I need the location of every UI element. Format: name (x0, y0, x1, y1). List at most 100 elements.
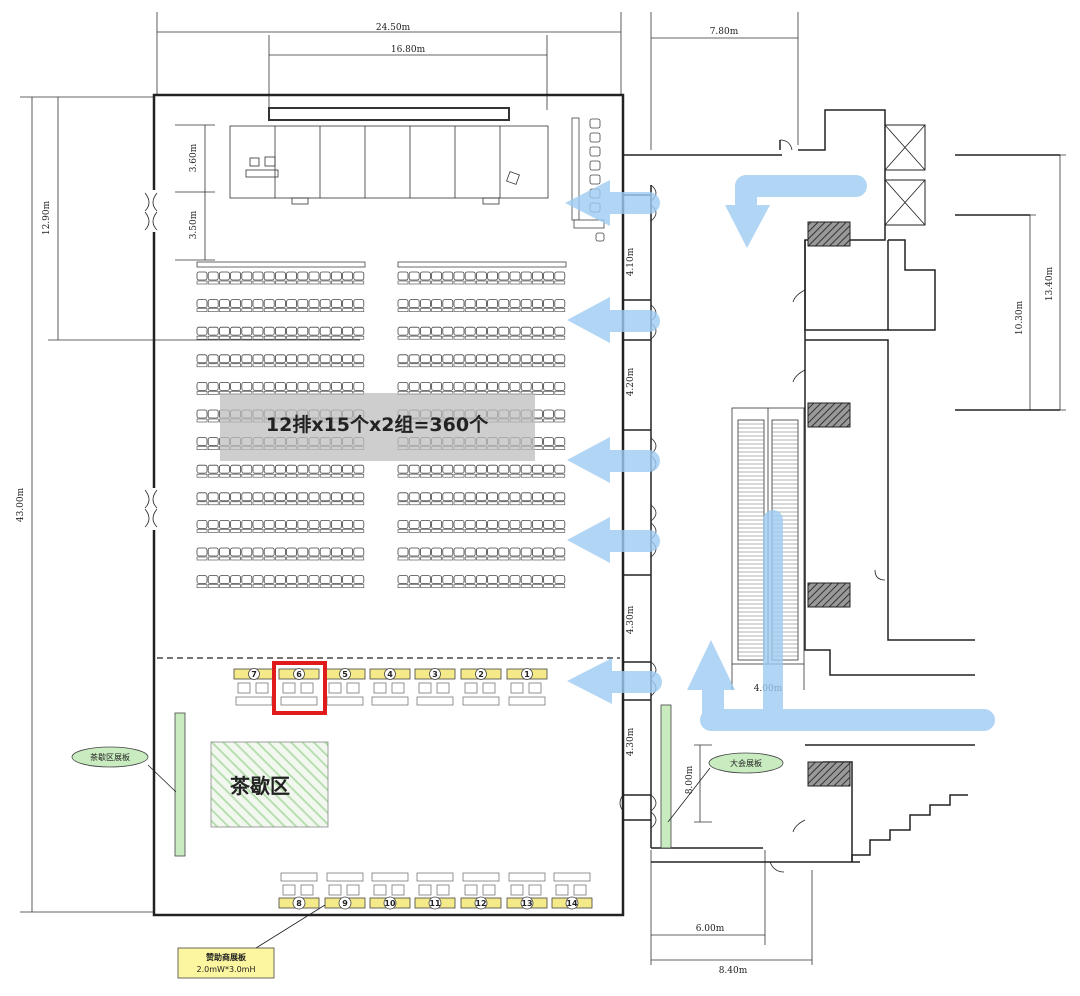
seat (487, 547, 499, 557)
seat (274, 575, 286, 584)
seat-desk (342, 501, 353, 506)
seat (330, 271, 342, 281)
seat-desk (397, 556, 409, 561)
seat-desk (353, 501, 365, 506)
seat (308, 547, 320, 557)
seat (263, 381, 275, 391)
seat-desk (319, 556, 331, 561)
seat (308, 381, 320, 391)
seat-desk (342, 584, 353, 588)
seat (475, 381, 487, 391)
seat (263, 520, 275, 529)
seat-desk (487, 556, 498, 561)
seat (263, 271, 275, 281)
seat-desk (196, 335, 208, 340)
seat-desk (509, 556, 521, 561)
booth-7: 7 (233, 668, 275, 706)
seat-desk (286, 308, 297, 312)
seat-desk (498, 363, 510, 368)
seat (554, 326, 566, 336)
seat-desk (275, 529, 286, 533)
seat (342, 492, 354, 502)
seat (196, 437, 208, 447)
seat (196, 326, 208, 336)
tea-board-callout: 茶歇区展板 (90, 752, 130, 762)
seat (520, 271, 532, 281)
dim-right-inner: 10.30m (1015, 300, 1025, 335)
seat-desk (420, 363, 431, 368)
seat (509, 271, 521, 281)
seat (330, 381, 342, 391)
seat-desk (230, 529, 241, 533)
seat (498, 354, 510, 364)
booth-number: 8 (296, 899, 302, 908)
seat (498, 464, 510, 474)
seat-desk (532, 584, 543, 588)
seat (274, 381, 286, 391)
seat (464, 464, 476, 474)
seat (252, 381, 264, 391)
seat-desk (509, 473, 521, 478)
seat (520, 575, 532, 584)
seat (241, 299, 253, 309)
seat (342, 326, 354, 336)
seat (207, 271, 219, 281)
seat (308, 464, 320, 474)
seat-desk (554, 529, 566, 533)
seat (554, 547, 566, 557)
seat (263, 354, 275, 364)
seat-desk (520, 280, 532, 285)
seat-desk (543, 308, 554, 312)
seat-desk (252, 363, 264, 368)
seat (196, 575, 208, 584)
seat (554, 464, 566, 474)
seat-desk (476, 363, 487, 368)
seat-desk (453, 501, 465, 506)
seat-desk (532, 363, 543, 368)
seat-desk (554, 363, 566, 368)
seat-desk (397, 473, 409, 478)
seat-desk (431, 473, 442, 478)
seat-desk (319, 335, 331, 340)
seat (543, 354, 554, 364)
seat-desk (397, 584, 409, 588)
seat-desk (509, 584, 521, 588)
dim-stage-depth: 3.60m (189, 143, 199, 172)
seat (274, 354, 286, 364)
seat-desk (286, 556, 297, 561)
seat (207, 492, 219, 502)
seat-desk (297, 308, 309, 312)
seat-desk (442, 501, 454, 506)
seat-desk (520, 501, 532, 506)
dim-board-height: 8.00m (685, 765, 695, 794)
seat-desk (453, 529, 465, 533)
seat-desk (342, 280, 353, 285)
dim-left-total: 43.00m (16, 487, 26, 522)
seat-desk (286, 584, 297, 588)
seat (274, 520, 286, 529)
seat-desk (241, 280, 253, 285)
seat-desk (342, 363, 353, 368)
seat-desk (442, 529, 454, 533)
seat-desk (241, 501, 253, 506)
seat (263, 575, 275, 584)
seat (453, 354, 465, 364)
seat (263, 326, 275, 336)
seat (464, 354, 476, 364)
seat-desk (487, 280, 498, 285)
seat (554, 520, 566, 529)
seat-desk (509, 308, 521, 312)
seat (297, 271, 309, 281)
seat (196, 271, 208, 281)
seat (342, 575, 354, 584)
seat-desk (241, 556, 253, 561)
seat (353, 520, 365, 529)
seat-desk (353, 335, 365, 340)
seat-desk (543, 418, 554, 423)
seat-desk (397, 363, 409, 368)
seat (543, 575, 554, 584)
seat (230, 354, 242, 364)
seat-desk (207, 391, 219, 395)
seat (397, 464, 409, 474)
